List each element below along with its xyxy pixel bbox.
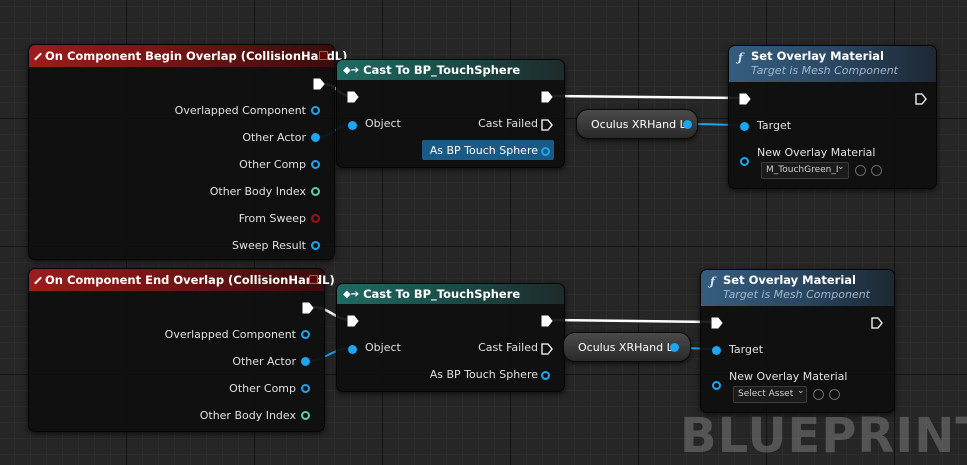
cast-node-begin[interactable]: ◆➔ Cast To BP_TouchSphere Object Cast Fa… xyxy=(336,59,565,168)
function-title: Set Overlay Material xyxy=(723,273,856,287)
function-node-header[interactable]: ƒ Set Overlay Material Target is Mesh Co… xyxy=(729,46,936,82)
as-touch-sphere-pin[interactable] xyxy=(541,147,550,156)
event-diamond-icon xyxy=(34,52,42,60)
target-label: Target xyxy=(757,119,792,132)
new-overlay-material-pin[interactable] xyxy=(712,381,721,390)
pin-label: Other Comp xyxy=(229,382,296,395)
new-overlay-material-pin[interactable] xyxy=(740,157,749,166)
new-overlay-material-label: New Overlay Material xyxy=(757,146,876,159)
set-overlay-node-end[interactable]: ƒ Set Overlay Material Target is Mesh Co… xyxy=(700,269,895,413)
chevron-down-icon[interactable]: ⌄ xyxy=(837,162,845,172)
use-selected-arrow-icon[interactable] xyxy=(813,389,824,400)
variable-label: Oculus XRHand L xyxy=(578,341,673,354)
cast-node-title: Cast To BP_TouchSphere xyxy=(363,287,521,301)
other-actor-pin[interactable] xyxy=(301,357,310,366)
object-pin[interactable] xyxy=(348,345,357,354)
set-overlay-node-begin[interactable]: ƒ Set Overlay Material Target is Mesh Co… xyxy=(728,45,937,189)
event-diamond-icon xyxy=(34,276,42,284)
event-node-begin-overlap[interactable]: On Component Begin Overlap (CollisionHan… xyxy=(28,44,347,260)
exec-out-pin[interactable] xyxy=(915,93,927,105)
as-touch-sphere-pin[interactable] xyxy=(541,371,550,380)
exec-in-pin[interactable] xyxy=(347,91,359,103)
pin-label: Other Actor xyxy=(242,131,306,144)
as-touch-sphere-label: As BP Touch Sphere xyxy=(429,144,538,157)
exec-out-pin[interactable] xyxy=(313,78,325,90)
target-pin[interactable] xyxy=(712,346,721,355)
cast-node-end[interactable]: ◆➔ Cast To BP_TouchSphere Object Cast Fa… xyxy=(336,283,565,392)
cast-node-title: Cast To BP_TouchSphere xyxy=(363,63,521,77)
exec-out-pin[interactable] xyxy=(541,315,553,327)
exec-in-pin[interactable] xyxy=(347,315,359,327)
asset-value: M_TouchGreen_I xyxy=(766,165,839,175)
event-node-title: On Component End Overlap (CollisionHandL… xyxy=(45,273,335,287)
pin-label: Overlapped Component xyxy=(174,104,306,117)
pin-label: Other Comp xyxy=(239,158,306,171)
exec-out-pin[interactable] xyxy=(541,91,553,103)
browse-search-icon[interactable] xyxy=(829,389,840,400)
pin-label: Other Body Index xyxy=(199,409,296,422)
blueprint-watermark: BLUEPRINT xyxy=(680,408,967,464)
chevron-down-icon[interactable]: ⌄ xyxy=(797,386,805,396)
other-body-index-pin[interactable] xyxy=(311,187,320,196)
exec-in-pin[interactable] xyxy=(739,93,751,105)
browse-search-icon[interactable] xyxy=(871,165,882,176)
function-icon: ƒ xyxy=(710,274,715,288)
cast-arrows-icon: ◆➔ xyxy=(343,64,360,76)
pin-label: From Sweep xyxy=(238,212,306,225)
function-subtitle: Target is Mesh Component xyxy=(723,288,870,301)
pin-label: Other Body Index xyxy=(209,185,306,198)
function-node-header[interactable]: ƒ Set Overlay Material Target is Mesh Co… xyxy=(701,270,894,306)
exec-wire xyxy=(551,318,714,324)
target-label: Target xyxy=(729,343,764,356)
event-node-header[interactable]: On Component Begin Overlap (CollisionHan… xyxy=(29,45,347,67)
object-label: Object xyxy=(365,117,401,130)
cast-failed-label: Cast Failed xyxy=(478,341,538,354)
pin-label: Overlapped Component xyxy=(164,328,296,341)
asset-value: Select Asset xyxy=(738,389,794,399)
other-body-index-pin[interactable] xyxy=(301,411,310,420)
exec-out-pin[interactable] xyxy=(871,317,883,329)
use-selected-arrow-icon[interactable] xyxy=(855,165,866,176)
variable-node-end[interactable]: Oculus XRHand L xyxy=(563,332,691,362)
cast-node-header[interactable]: ◆➔ Cast To BP_TouchSphere xyxy=(337,284,564,304)
exec-wire xyxy=(551,94,742,100)
function-icon: ƒ xyxy=(738,50,743,64)
cast-failed-exec-pin[interactable] xyxy=(541,119,553,131)
as-touch-sphere-label: As BP Touch Sphere xyxy=(429,368,538,381)
cast-failed-label: Cast Failed xyxy=(478,117,538,130)
function-title: Set Overlay Material xyxy=(751,49,884,63)
variable-node-begin[interactable]: Oculus XRHand L xyxy=(576,109,698,139)
event-node-title: On Component Begin Overlap (CollisionHan… xyxy=(45,49,348,63)
object-label: Object xyxy=(365,341,401,354)
variable-out-pin[interactable] xyxy=(683,120,692,129)
event-node-end-overlap[interactable]: On Component End Overlap (CollisionHandL… xyxy=(28,268,335,432)
delegate-square-icon[interactable] xyxy=(309,275,318,284)
exec-out-pin[interactable] xyxy=(302,302,314,314)
cast-failed-exec-pin[interactable] xyxy=(541,343,553,355)
from-sweep-pin[interactable] xyxy=(311,214,320,223)
event-node-header[interactable]: On Component End Overlap (CollisionHandL… xyxy=(29,269,335,291)
other-comp-pin[interactable] xyxy=(311,160,320,169)
other-actor-pin[interactable] xyxy=(311,133,320,142)
overlapped-component-pin[interactable] xyxy=(311,106,320,115)
function-subtitle: Target is Mesh Component xyxy=(751,64,898,77)
delegate-square-icon[interactable] xyxy=(319,51,328,60)
cast-arrows-icon: ◆➔ xyxy=(343,288,360,300)
asset-picker-dropdown[interactable]: Select Asset xyxy=(733,386,807,403)
variable-out-pin[interactable] xyxy=(670,343,679,352)
overlapped-component-pin[interactable] xyxy=(301,330,310,339)
object-pin[interactable] xyxy=(348,121,357,130)
pin-label: Other Actor xyxy=(232,355,296,368)
new-overlay-material-label: New Overlay Material xyxy=(729,370,848,383)
pin-label: Sweep Result xyxy=(232,239,306,252)
other-comp-pin[interactable] xyxy=(301,384,310,393)
exec-in-pin[interactable] xyxy=(711,317,723,329)
target-pin[interactable] xyxy=(740,122,749,131)
sweep-result-pin[interactable] xyxy=(311,241,320,250)
as-pin-highlight xyxy=(422,140,554,160)
asset-picker-dropdown[interactable]: M_TouchGreen_I xyxy=(761,162,849,179)
variable-label: Oculus XRHand L xyxy=(591,118,686,131)
cast-node-header[interactable]: ◆➔ Cast To BP_TouchSphere xyxy=(337,60,564,80)
